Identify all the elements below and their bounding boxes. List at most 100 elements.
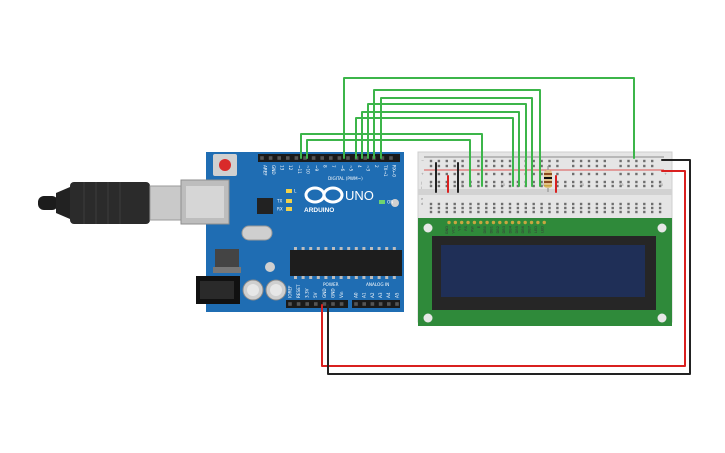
lcd-pin-pad[interactable] <box>504 220 508 225</box>
breadboard-hole <box>453 159 456 163</box>
wire-green-8[interactable] <box>306 139 471 187</box>
digital-pin-hole[interactable] <box>337 156 342 160</box>
breadboard-hole <box>564 202 567 206</box>
analog-pin-hole[interactable] <box>395 302 399 306</box>
breadboard-hole <box>658 180 662 184</box>
digital-pin-hole[interactable] <box>286 156 290 160</box>
breadboard-column-number: 25 <box>619 183 624 187</box>
lcd-pin-label: DB6 <box>521 225 525 233</box>
power-pin-hole[interactable] <box>288 302 292 306</box>
breadboard-hole <box>556 180 559 184</box>
chip-pin <box>332 247 335 250</box>
digital-pin-hole[interactable] <box>380 156 385 160</box>
wire-green-2[interactable] <box>373 89 541 187</box>
analog-pin-hole[interactable] <box>362 302 366 306</box>
digital-pin-hole[interactable] <box>303 156 307 160</box>
breadboard-hole <box>651 159 654 163</box>
lcd-pin-label: DB2 <box>496 226 500 234</box>
power-pin-hole[interactable] <box>296 302 301 306</box>
wire-black-gnd[interactable] <box>327 159 691 375</box>
lcd-pin-pad[interactable] <box>472 220 477 225</box>
breadboard-hole <box>572 164 575 168</box>
analog-pin-hole[interactable] <box>370 302 375 306</box>
breadboard-hole <box>643 210 646 214</box>
breadboard-hole <box>493 206 496 210</box>
digital-pin-hole[interactable] <box>346 156 350 160</box>
breadboard-hole <box>453 206 456 210</box>
lcd-pin-pad[interactable] <box>485 220 489 225</box>
breadboard-hole <box>579 159 583 163</box>
digital-pin-hole[interactable] <box>389 156 393 160</box>
led-tx <box>286 199 292 203</box>
digital-pin-label: 13 <box>280 165 285 171</box>
lcd-pin-pad[interactable] <box>542 220 546 225</box>
lcd-pin-pad[interactable] <box>517 220 521 225</box>
wire-red-5v[interactable] <box>321 170 686 367</box>
power-pin-hole[interactable] <box>331 302 335 306</box>
digital-pin-hole[interactable] <box>294 156 299 160</box>
breadboard-hole <box>500 202 504 206</box>
wire-green-6[interactable] <box>355 117 514 187</box>
wire-green-7[interactable] <box>300 133 483 187</box>
breadboard-column-number: 5 <box>461 183 463 187</box>
analog-header[interactable] <box>352 300 400 308</box>
digital-pin-hole[interactable] <box>320 156 324 160</box>
breadboard-hole <box>477 184 480 188</box>
breadboard-hole <box>508 164 512 168</box>
breadboard-hole <box>658 210 662 214</box>
breadboard-hole <box>572 159 575 163</box>
lcd-pin-pad[interactable] <box>479 220 483 225</box>
resistor[interactable] <box>544 166 552 192</box>
lcd-pin-pad[interactable] <box>523 220 527 225</box>
wire-green-3[interactable] <box>380 97 533 187</box>
reset-button[interactable] <box>219 159 231 171</box>
power-pin-hole[interactable] <box>305 302 309 306</box>
chip-pin <box>339 247 343 250</box>
breadboard-hole <box>603 172 606 176</box>
analog-pin-hole[interactable] <box>378 302 383 306</box>
breadboard-hole <box>429 180 433 184</box>
lcd-mount-hole-tl <box>423 223 433 233</box>
lcd-pin-pad[interactable] <box>453 220 458 225</box>
breadboard-hole <box>477 210 480 214</box>
breadboard-hole <box>461 164 464 168</box>
breadboard-hole <box>532 202 535 206</box>
breadboard-hole <box>445 180 448 184</box>
lcd-pin-pad[interactable] <box>498 220 502 225</box>
breadboard-hole <box>429 210 433 214</box>
analog-pin-hole[interactable] <box>354 302 358 306</box>
breadboard-hole <box>540 180 543 184</box>
lcd-pin-pad[interactable] <box>447 220 451 225</box>
analog-pin-label: A0 <box>353 292 358 298</box>
digital-pin-hole[interactable] <box>268 156 273 160</box>
lcd-pin-pad[interactable] <box>510 220 515 225</box>
lcd-pin-pad[interactable] <box>491 220 496 225</box>
digital-pin-hole[interactable] <box>329 156 333 160</box>
breadboard-hole <box>461 184 464 188</box>
digital-pin-hole[interactable] <box>363 156 367 160</box>
breadboard-hole <box>564 184 567 188</box>
power-pin-hole[interactable] <box>314 302 318 306</box>
breadboard-hole <box>493 164 496 168</box>
lcd-pin-pad[interactable] <box>466 220 470 225</box>
lcd-pin-label: DB7 <box>528 226 532 234</box>
breadboard-hole <box>516 210 520 214</box>
breadboard-hole <box>453 164 456 168</box>
digital-pin-hole[interactable] <box>277 156 281 160</box>
analog-pin-hole[interactable] <box>387 302 391 306</box>
usb-cable[interactable] <box>38 182 184 224</box>
rail-minus-label-top: − <box>421 159 424 163</box>
power-pin-hole[interactable] <box>339 302 344 306</box>
lcd-pin-pad[interactable] <box>536 220 540 225</box>
lcd-pin-pad[interactable] <box>460 220 464 225</box>
breadboard-hole <box>587 164 591 168</box>
power-pin-hole[interactable] <box>322 302 327 306</box>
wire-green-4[interactable] <box>367 103 527 187</box>
wire-green-1[interactable] <box>343 77 635 159</box>
digital-pin-hole[interactable] <box>260 156 264 160</box>
breadboard-hole <box>603 206 606 210</box>
digital-pin-hole[interactable] <box>311 156 316 160</box>
lcd-pin-pad[interactable] <box>529 220 534 225</box>
